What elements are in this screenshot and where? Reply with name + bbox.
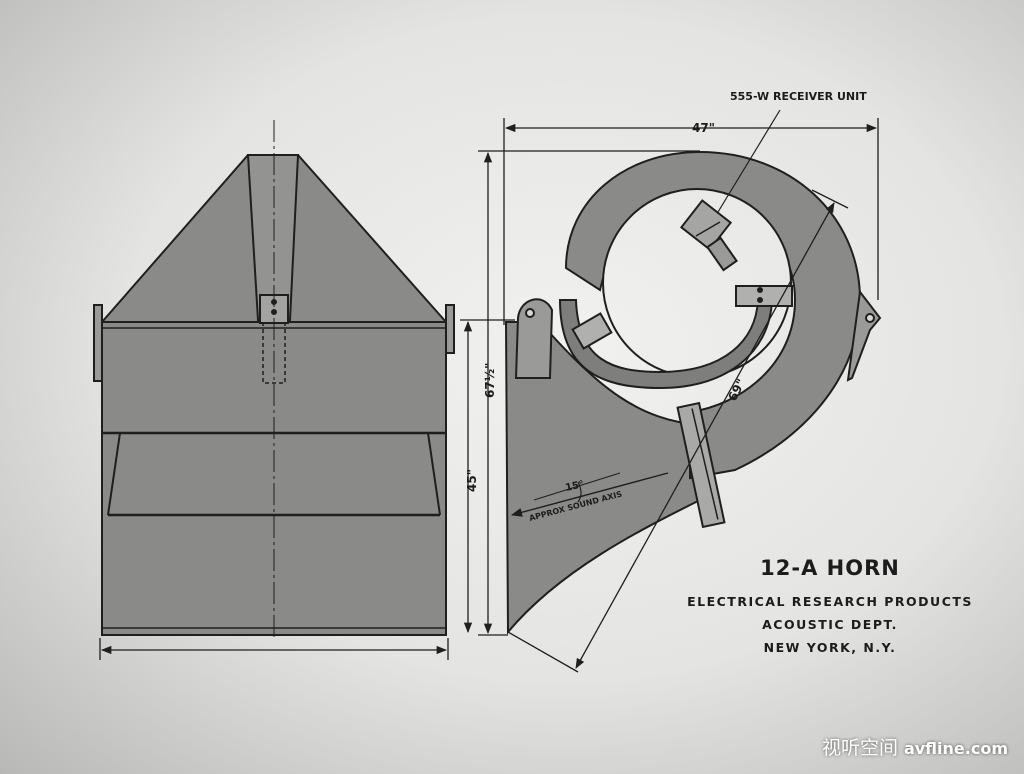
dim-mouth-height: [460, 319, 515, 634]
dim-front-width: [99, 638, 449, 660]
dim-total-height: [478, 150, 700, 636]
watermark-cn: 视听空间: [821, 737, 898, 759]
receiver-leader: [717, 109, 781, 213]
dim-top-width: [503, 118, 879, 325]
dim-diagonal: [507, 189, 849, 673]
drawing-title: 12-A HORN: [760, 556, 900, 580]
side-left-bracket: [514, 298, 554, 379]
department-name: ACOUSTIC DEPT.: [762, 617, 898, 632]
watermark-url: avfline.com: [903, 739, 1008, 758]
dim-top-width-label: 47": [692, 121, 715, 135]
dim-mouth-height-label: 45": [465, 469, 479, 492]
front-right-flange: [445, 304, 455, 354]
receiver-label: 555-W RECEIVER UNIT: [730, 90, 867, 103]
dim-total-height-label: 67½": [483, 363, 497, 398]
front-left-flange: [93, 304, 103, 382]
side-clamp-right: [735, 285, 793, 307]
watermark: 视听空间 avfline.com: [822, 733, 1008, 760]
company-name: ELECTRICAL RESEARCH PRODUCTS: [687, 594, 973, 609]
front-throat: [246, 154, 300, 321]
front-view: [93, 120, 455, 640]
location: NEW YORK, N.Y.: [763, 640, 897, 655]
title-block: 12-A HORN ELECTRICAL RESEARCH PRODUCTS A…: [640, 556, 1020, 659]
